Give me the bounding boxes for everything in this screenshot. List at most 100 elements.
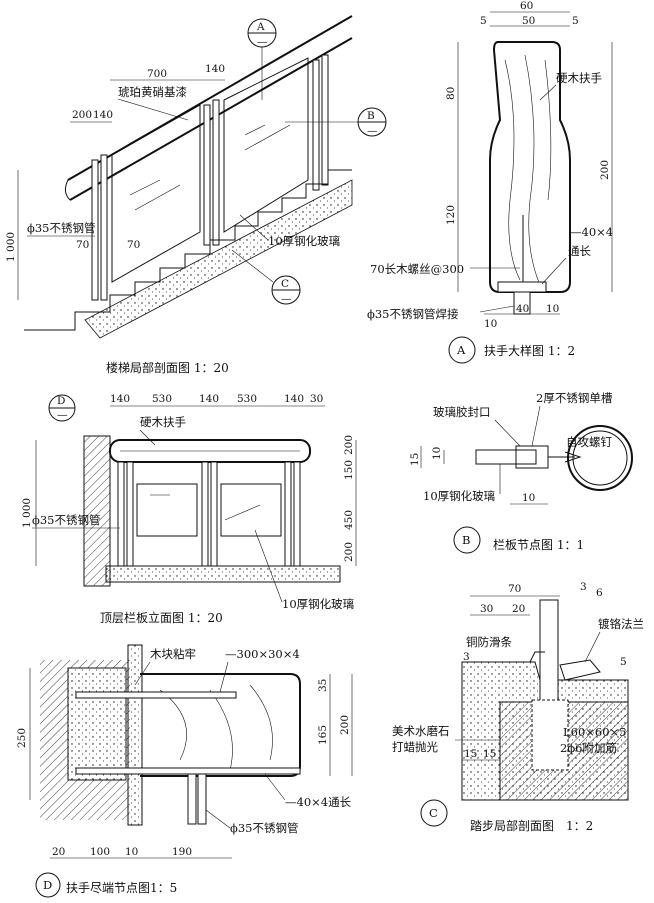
b-pipe-inner bbox=[572, 430, 628, 486]
svg-text:200: 200 bbox=[599, 160, 611, 180]
detail-a: 60 5 50 5 80 120 200 10 40 10 硬木扶手 —40×4… bbox=[367, 0, 613, 364]
stair-marker-a: A bbox=[256, 21, 265, 33]
a-dim-top-total: 60 bbox=[520, 0, 533, 12]
d-handrail bbox=[140, 673, 301, 777]
stair-marker-b: B bbox=[367, 110, 375, 122]
svg-text:150: 150 bbox=[343, 460, 355, 480]
b-marker-circle bbox=[453, 526, 481, 554]
svg-text:10: 10 bbox=[522, 492, 535, 504]
svg-text:15: 15 bbox=[464, 748, 477, 760]
svg-text:3: 3 bbox=[463, 651, 470, 663]
svg-text:15: 15 bbox=[409, 453, 421, 466]
a-label-flat-bar: —40×4 bbox=[570, 225, 613, 239]
a-marker: A bbox=[456, 343, 466, 357]
svg-text:165: 165 bbox=[317, 725, 329, 745]
svg-text:200: 200 bbox=[339, 715, 351, 735]
marker-a-symbol: A — bbox=[247, 18, 277, 100]
svg-text:10: 10 bbox=[431, 447, 443, 460]
svg-text:30: 30 bbox=[480, 603, 493, 615]
top-label-pipe: ϕ35不锈钢管 bbox=[32, 513, 100, 527]
svg-text:140: 140 bbox=[110, 393, 130, 405]
d-label-wood-block: 木块粘牢 bbox=[150, 647, 196, 661]
a-label-full-length: 通长 bbox=[568, 244, 591, 258]
svg-text:1 000: 1 000 bbox=[21, 498, 33, 528]
top-label-glass: 10厚钢化玻璃 bbox=[282, 597, 354, 611]
top-marker-d: D bbox=[57, 395, 65, 407]
svg-text:5: 5 bbox=[572, 15, 579, 27]
dim-700: 700 bbox=[147, 68, 167, 80]
top-posts bbox=[117, 461, 301, 567]
label-stair-pipe: ϕ35不锈钢管 bbox=[27, 221, 95, 235]
svg-text:190: 190 bbox=[172, 846, 192, 858]
d-label-plate: —300×30×4 bbox=[225, 647, 300, 661]
b-label-screw: 自攻螺钉 bbox=[566, 435, 612, 449]
b-channel bbox=[515, 445, 549, 469]
detail-c: 70 30 20 3 6 3 5 15 15 铜防滑条 镀铬法兰 美术水磨石 打… bbox=[392, 581, 644, 833]
c-angle bbox=[531, 699, 569, 771]
floor-slab bbox=[105, 565, 341, 583]
svg-text:5: 5 bbox=[480, 15, 487, 27]
c-marker: C bbox=[429, 806, 438, 820]
stair-steps bbox=[24, 169, 352, 331]
dim-70a: 70 bbox=[76, 239, 89, 251]
a-label-hardwood: 硬木扶手 bbox=[556, 71, 602, 85]
b-label-sealant: 玻璃胶封口 bbox=[433, 405, 491, 419]
svg-text:20: 20 bbox=[52, 846, 65, 858]
caption-top-rail: 顶层栏板立面图 1：20 bbox=[100, 610, 223, 625]
d-label-flat: —40×4通长 bbox=[285, 795, 352, 809]
top-rail-elevation: 140 530 140 530 140 30 1 000 150 200 450… bbox=[21, 393, 357, 625]
svg-text:15: 15 bbox=[483, 748, 496, 760]
dim-200: 200 bbox=[72, 109, 92, 121]
b-label-channel: 2厚不锈钢单槽 bbox=[536, 391, 613, 405]
glass-panel-1 bbox=[136, 483, 198, 537]
detail-d: 250 35 165 200 20 100 10 190 木块粘牢 —300×3… bbox=[16, 644, 353, 898]
d-pipe-1 bbox=[187, 773, 197, 825]
c-label-rebar: 2ϕ6附加筋 bbox=[560, 741, 617, 755]
b-glass bbox=[475, 449, 537, 465]
svg-text:10: 10 bbox=[546, 303, 559, 315]
c-marker-circle bbox=[420, 799, 448, 827]
svg-text:100: 100 bbox=[90, 846, 110, 858]
c-label-angle: L60×60×5 bbox=[563, 725, 627, 739]
dim-140a: 140 bbox=[205, 63, 225, 75]
a-label-screw: 70长木螺丝@300 bbox=[370, 262, 464, 276]
d-flat-bar bbox=[75, 767, 301, 775]
b-marker: B bbox=[462, 533, 470, 547]
d-pipe-2 bbox=[197, 773, 207, 825]
c-flange bbox=[559, 659, 601, 681]
svg-text:35: 35 bbox=[317, 679, 329, 692]
caption-detail-a: 扶手大样图 1：2 bbox=[484, 343, 575, 358]
svg-text:—: — bbox=[367, 125, 378, 137]
svg-text:80: 80 bbox=[445, 87, 457, 100]
svg-text:20: 20 bbox=[512, 603, 525, 615]
a-marker-circle bbox=[448, 336, 476, 364]
svg-text:140: 140 bbox=[284, 393, 304, 405]
dim-140b: 140 bbox=[93, 109, 113, 121]
svg-text:530: 530 bbox=[237, 393, 257, 405]
svg-text:—: — bbox=[57, 409, 68, 421]
svg-text:200: 200 bbox=[343, 542, 355, 562]
svg-text:6: 6 bbox=[596, 587, 603, 599]
glass-panel-2 bbox=[220, 483, 282, 537]
svg-text:250: 250 bbox=[16, 728, 28, 748]
svg-text:—: — bbox=[281, 293, 292, 305]
d-plate bbox=[75, 691, 237, 699]
svg-text:3: 3 bbox=[580, 581, 587, 593]
stair-section: 700 140 200 140 1 000 70 70 琥珀黄硝基漆 ϕ35不锈… bbox=[5, 15, 387, 375]
d-label-pipe: ϕ35不锈钢管 bbox=[230, 821, 298, 835]
label-varnish: 琥珀黄硝基漆 bbox=[118, 85, 187, 99]
wood-grain bbox=[504, 54, 552, 286]
flat-bar bbox=[497, 281, 547, 293]
top-label-hardwood: 硬木扶手 bbox=[140, 415, 186, 429]
svg-text:10: 10 bbox=[125, 846, 138, 858]
stair-handrail-bottom bbox=[69, 37, 353, 201]
svg-text:10: 10 bbox=[484, 318, 497, 330]
b-screw bbox=[548, 451, 582, 463]
caption-stair-section: 楼梯局部剖面图 1：20 bbox=[106, 360, 229, 375]
c-label-terrazzo-2: 打蜡抛光 bbox=[392, 740, 438, 754]
caption-detail-d: 扶手尽端节点图1：5 bbox=[66, 880, 177, 895]
svg-text:—: — bbox=[257, 36, 268, 48]
stair-posts bbox=[91, 54, 329, 301]
caption-detail-c: 踏步局部剖面图 1：2 bbox=[470, 818, 593, 833]
